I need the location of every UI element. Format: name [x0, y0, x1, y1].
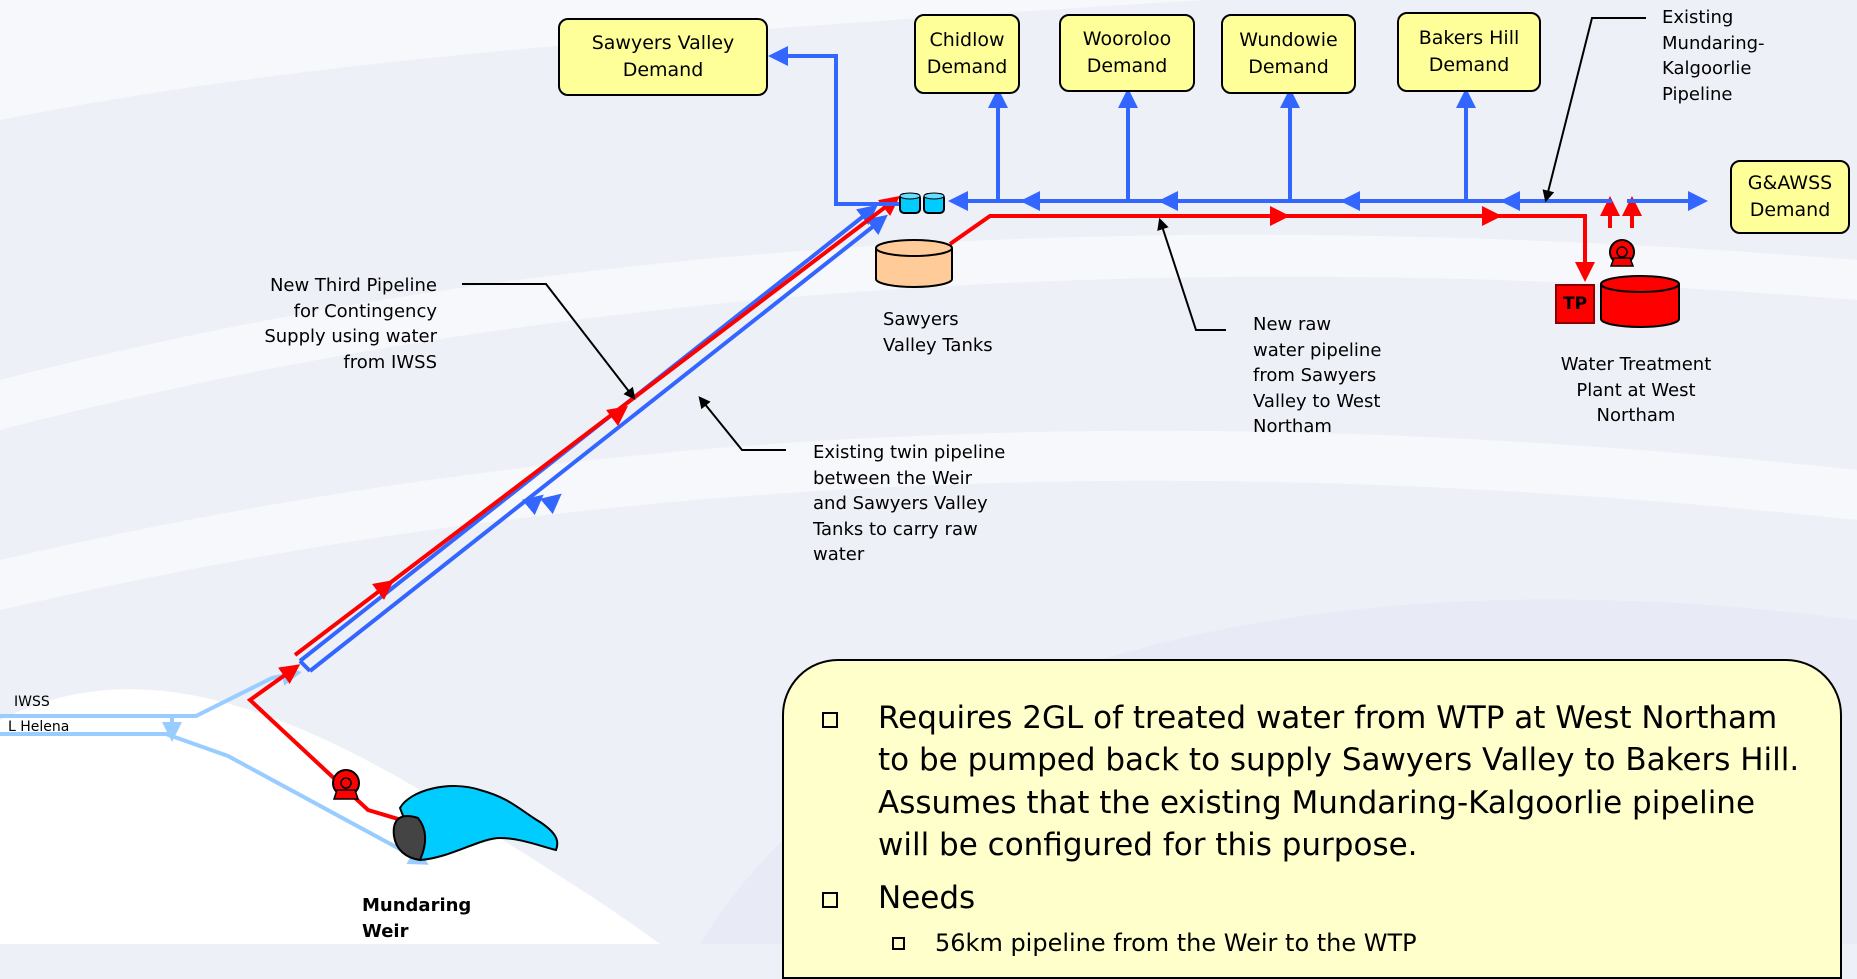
- new-raw-water-pipeline-label: New raw water pipeline from Sawyers Vall…: [1253, 314, 1382, 438]
- note-bullet-text: Requires 2GL of treated water from WTP a…: [878, 700, 1800, 864]
- wooroloo-demand-box: Wooroloo Demand: [1059, 14, 1195, 92]
- wtp-west-northam-label: Water Treatment Plant at West Northam: [1560, 354, 1712, 427]
- note-bullet-text: Needs: [878, 879, 976, 916]
- treatment-plant-icon: TP: [1555, 284, 1595, 324]
- existing-twin-pipeline-label: Existing twin pipeline between the Weir …: [813, 442, 1006, 566]
- note-bullet-needs: Needs: [822, 877, 1800, 919]
- raw-water-pipeline: [948, 196, 1642, 282]
- sawyers-valley-tanks-label: Sawyers Valley Tanks: [883, 309, 993, 356]
- iwss-label: IWSS: [14, 694, 50, 710]
- sawyers-valley-demand-box: Sawyers Valley Demand: [558, 18, 768, 96]
- bakers-hill-demand-box: Bakers Hill Demand: [1397, 12, 1541, 92]
- checkbox-bullet-icon: [822, 712, 838, 728]
- weir-icon: [392, 785, 559, 862]
- l-helena-label: L Helena: [8, 719, 70, 735]
- note-sub-bullet-text: 56km pipeline from the Weir to the WTP: [935, 929, 1417, 958]
- checkbox-bullet-icon: [822, 891, 838, 908]
- white-hill: [0, 689, 660, 944]
- existing-mk-pipeline-label: Existing Mundaring- Kalgoorlie Pipeline: [1662, 7, 1765, 105]
- mk-pipeline: [768, 46, 1708, 211]
- notes-panel: Requires 2GL of treated water from WTP a…: [782, 659, 1842, 979]
- wtp-tank-icon: [1600, 275, 1680, 328]
- sawyers-valley-tanks-icon: [875, 239, 953, 288]
- pump-icon-weir: [332, 769, 360, 800]
- note-sub-bullet: 56km pipeline from the Weir to the WTP: [892, 929, 1800, 957]
- junction-tanks-icon: [899, 192, 945, 214]
- new-third-pipeline-label: New Third Pipeline for Contingency Suppl…: [264, 275, 437, 373]
- callout-lines: [462, 17, 1646, 451]
- chidlow-demand-box: Chidlow Demand: [914, 14, 1020, 94]
- gawss-demand-box: G&AWSS Demand: [1730, 160, 1850, 234]
- note-bullet-requires: Requires 2GL of treated water from WTP a…: [822, 697, 1800, 867]
- wundowie-demand-box: Wundowie Demand: [1221, 14, 1356, 94]
- mundaring-weir-label: Mundaring Weir: [362, 895, 472, 942]
- pump-icon-wtp: [1609, 239, 1635, 267]
